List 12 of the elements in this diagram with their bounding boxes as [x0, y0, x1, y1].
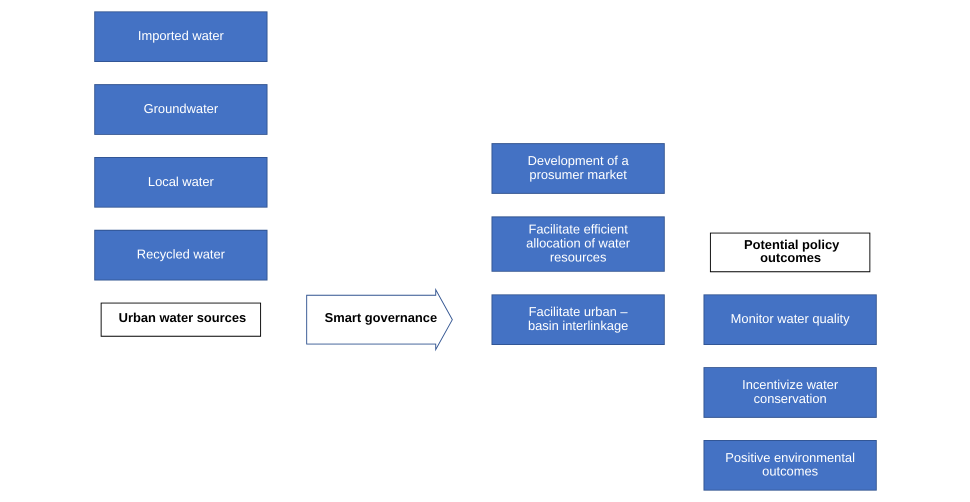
node-box: Development of a prosumer market — [491, 143, 664, 194]
node-box: Recycled water — [94, 230, 267, 280]
node-box: Urban water sources — [100, 302, 261, 337]
node-box: Facilitate efficient allocation of water resources — [491, 216, 664, 272]
node-box: Local water — [94, 156, 267, 208]
node-box: Positive environmental outcomes — [703, 440, 876, 491]
node-box: Potential policy outcomes — [709, 232, 870, 272]
node-box: Imported water — [94, 11, 267, 62]
node-box: Facilitate urban – basin interlinkage — [491, 294, 664, 346]
node-box: Incentivize water conservation — [703, 367, 876, 418]
node-box: Groundwater — [94, 84, 267, 135]
node-box: Monitor water quality — [703, 294, 876, 346]
